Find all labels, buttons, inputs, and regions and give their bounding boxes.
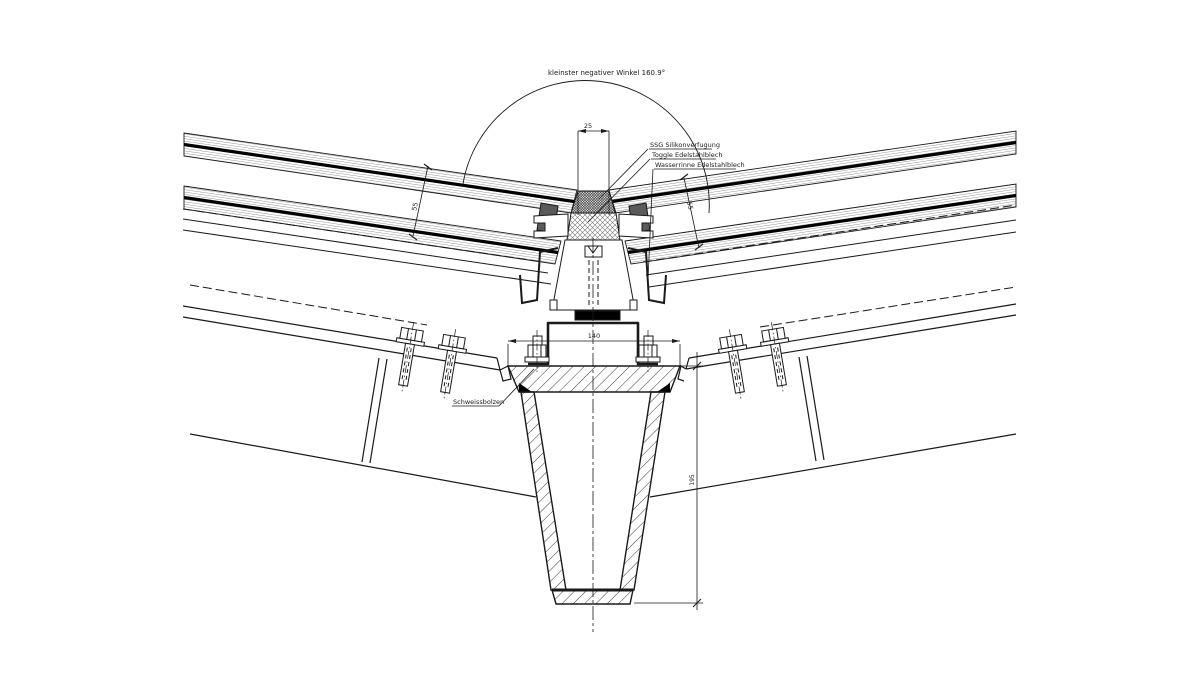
column-assembly [506,238,682,632]
toggle-clamp-right [618,213,654,239]
leader-lines [498,148,654,407]
angle-arc [462,80,710,214]
callout-gutter: Wasserrinne Edelstahlblech [655,161,745,169]
weld-stud-left [524,330,550,372]
column-wall-left [520,391,567,591]
dim-25: 25 [584,122,592,130]
center-joint-assembly [519,190,667,321]
column-wall-right [619,391,666,591]
dim-55-right: 55 [685,201,695,211]
weld-stud-right [635,330,661,372]
annotations: kleinster negativer Winkel 160.9° SSG Si… [410,69,744,486]
epdm-pad [574,310,621,321]
column-bottom-plate [551,589,634,605]
bolt-left-2 [437,329,468,399]
bolt-left-1 [395,322,426,392]
glass-panels-right [608,130,1017,265]
column-top-plate [506,365,682,393]
angle-note: kleinster negativer Winkel 160.9° [548,69,665,77]
liner-layers-left [182,208,552,326]
dim-195: 195 [689,474,696,486]
dimensions [408,129,704,610]
gasket-block [566,212,621,241]
gutter-sheet-right [627,247,667,305]
dim-55-left: 55 [410,202,420,212]
hat-channel [528,321,658,366]
beam-right [649,303,1017,498]
callout-toggle: Toggle Edelstahlblech [651,151,722,159]
glass-panels-left [183,132,578,265]
dim-140: 140 [588,332,600,340]
gutter-sheet-left [519,247,559,305]
callout-ssg: SSG Silikonverfugung [650,141,720,149]
liner-layers-right [642,204,1017,328]
callout-weld-stud: Schweissbolzen [453,398,504,406]
toggle-clamp-left [533,213,569,239]
bolt-right-1 [717,329,748,399]
bolt-right-2 [759,322,790,392]
